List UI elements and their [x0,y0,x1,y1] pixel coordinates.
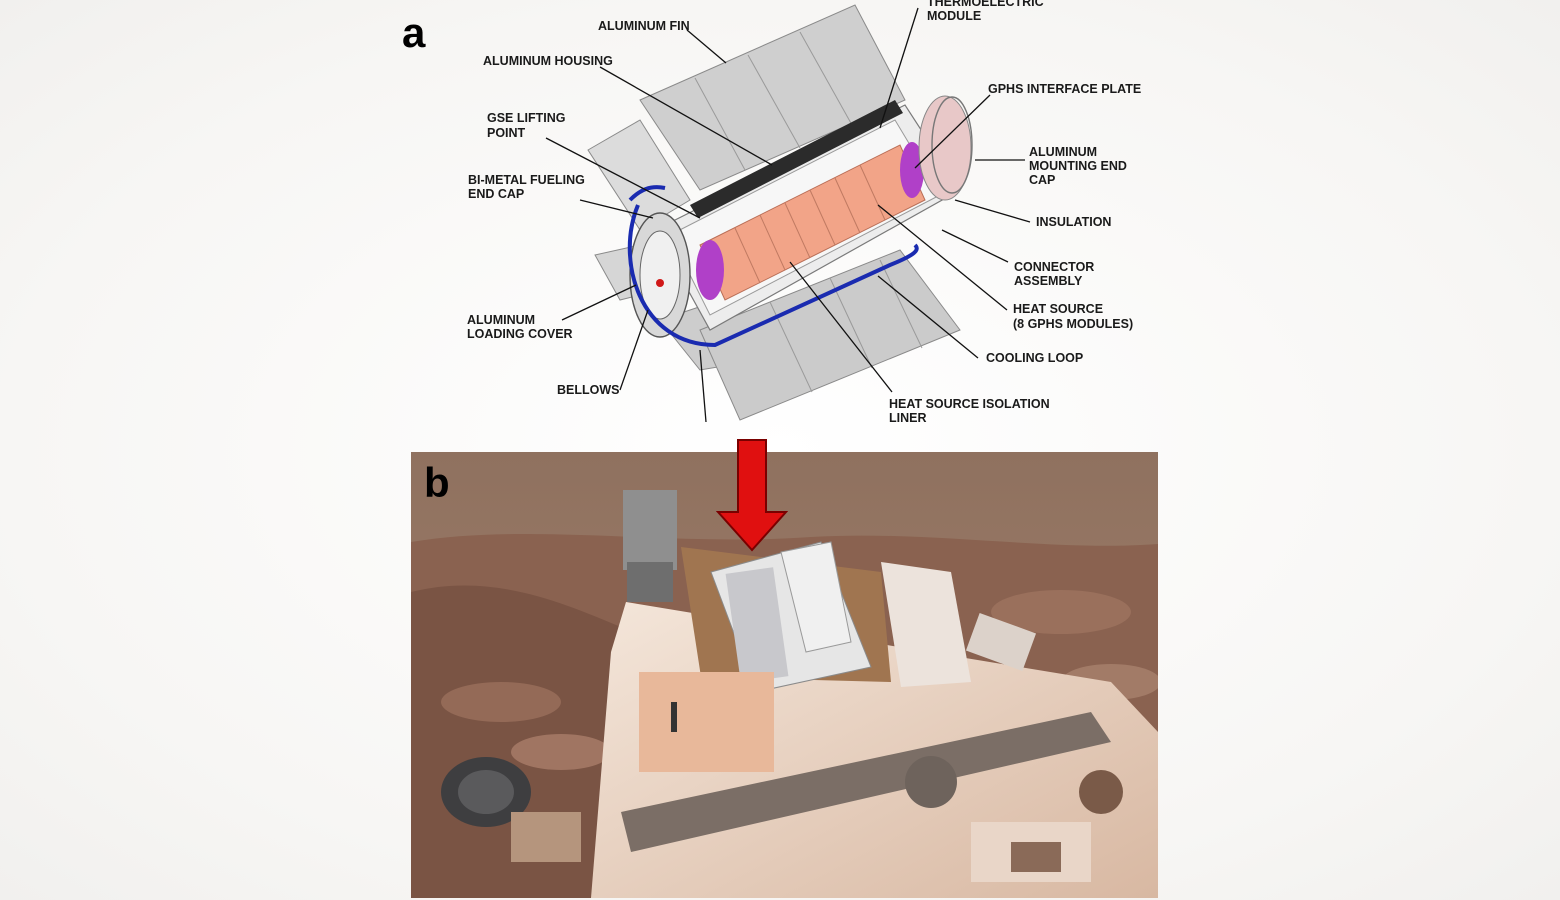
mmrtg-cutaway-diagram: THERMOELECTRIC MODULE ALUMINUM FIN ALUMI… [467,0,1141,425]
cooling-loop [627,204,919,348]
heat-source-modules [696,142,926,301]
label-gse-lifting-point: GSE LIFTING POINT [487,111,569,140]
panel-a-letter: a [402,9,426,56]
label-bellows: BELLOWS [557,383,620,397]
leader-lines [545,7,1031,423]
label-aluminum-housing: ALUMINUM HOUSING [483,54,613,68]
label-connector-assembly: CONNECTOR ASSEMBLY [1014,260,1098,288]
label-insulation: INSULATION [1036,215,1111,229]
red-arrow-icon [716,439,788,552]
label-bi-metal-fueling-end-cap: BI-METAL FUELING END CAP [468,173,588,201]
label-gphs-interface-plate: GPHS INTERFACE PLATE [988,82,1141,96]
label-cooling-loop: COOLING LOOP [986,351,1083,365]
label-heat-source: HEAT SOURCE (8 GPHS MODULES) [1013,302,1133,331]
label-aluminum-loading-cover: ALUMINUM LOADING COVER [467,313,573,341]
label-aluminum-fin: ALUMINUM FIN [598,19,690,33]
rover-photo [411,452,1158,898]
label-heat-source-isolation-liner: HEAT SOURCE ISOLATION LINER [889,397,1053,425]
thermoelectric-strip [690,100,903,218]
label-aluminum-mounting-end-cap: ALUMINUM MOUNTING END CAP [1029,145,1130,187]
label-thermoelectric-module: THERMOELECTRIC MODULE [927,0,1047,23]
aluminum-fins [587,4,961,421]
panel-b-letter: b [424,459,450,506]
fueling-end-cap [629,212,691,338]
mounting-end-cap [918,95,973,201]
